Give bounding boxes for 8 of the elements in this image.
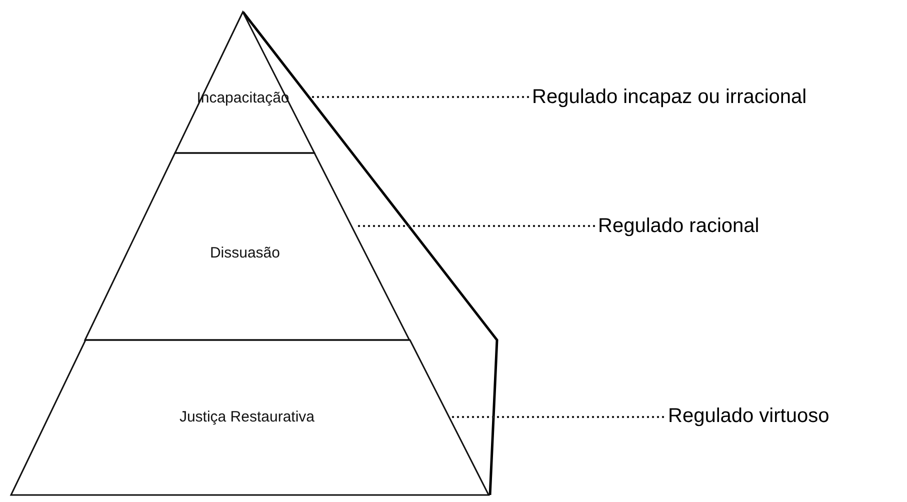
regulated-type-label: Regulado virtuoso [668, 404, 830, 428]
regulated-type-label: Regulado racional [598, 214, 760, 238]
tier-label: Dissuasão [210, 244, 280, 262]
regulated-type-label: Regulado incapaz ou irracional [532, 85, 807, 109]
tier-label: Justiça Restaurativa [179, 408, 315, 426]
leader-line [312, 96, 529, 98]
leader-line [452, 416, 665, 418]
leader-line [358, 225, 595, 227]
